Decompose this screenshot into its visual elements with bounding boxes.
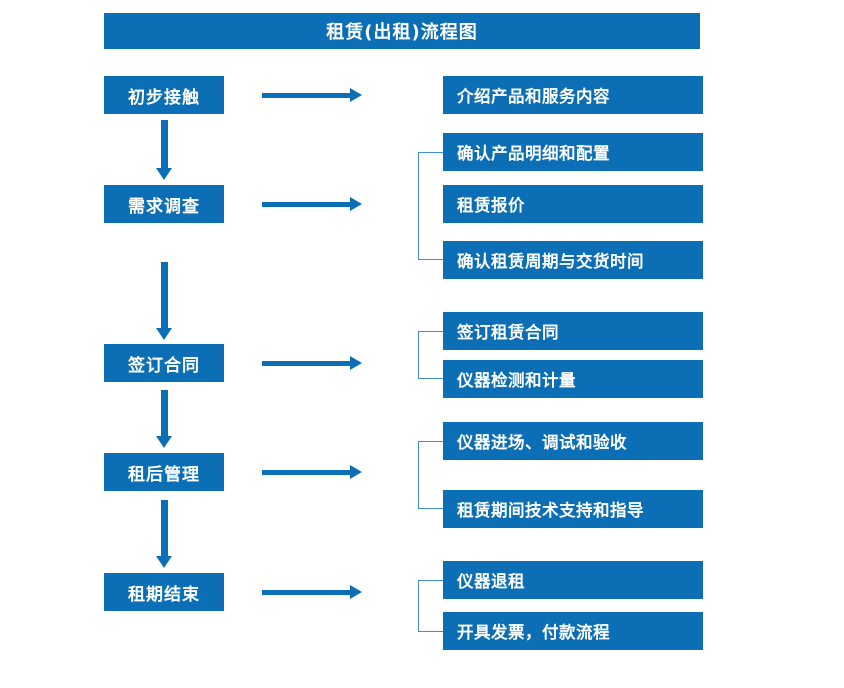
stage-node-1[interactable]: 初步接触 (104, 76, 224, 114)
arrow-head-icon (350, 197, 362, 211)
arrow-head-icon (156, 168, 172, 180)
stage-node-3[interactable]: 签订合同 (104, 344, 224, 382)
vertical-arrow-stage-3-to-4 (156, 390, 172, 448)
detail-node-1[interactable]: 介绍产品和服务内容 (443, 76, 703, 114)
horizontal-arrow-stage-2 (262, 192, 362, 216)
arrow-shaft (160, 262, 168, 328)
arrow-shaft (262, 201, 352, 207)
detail-node-5[interactable]: 签订租赁合同 (443, 312, 703, 350)
horizontal-arrow-stage-4 (262, 460, 362, 484)
vertical-arrow-stage-4-to-5 (156, 500, 172, 568)
horizontal-arrow-stage-5 (262, 580, 362, 604)
arrow-head-icon (350, 88, 362, 102)
arrow-head-icon (350, 585, 362, 599)
detail-node-7[interactable]: 仪器进场、调试和验收 (443, 422, 703, 460)
detail-node-2[interactable]: 确认产品明细和配置 (443, 133, 703, 171)
bracket-group-5 (418, 580, 444, 632)
vertical-arrow-stage-2-to-3 (156, 262, 172, 340)
arrow-head-icon (350, 356, 362, 370)
arrow-head-icon (156, 436, 172, 448)
bracket-group-2 (418, 152, 444, 260)
horizontal-arrow-stage-1 (262, 83, 362, 107)
arrow-shaft (262, 92, 352, 98)
arrow-shaft (160, 120, 168, 168)
horizontal-arrow-stage-3 (262, 351, 362, 375)
arrow-shaft (160, 500, 168, 556)
arrow-head-icon (350, 465, 362, 479)
arrow-shaft (160, 390, 168, 436)
detail-node-9[interactable]: 仪器退租 (443, 561, 703, 599)
bracket-group-3 (418, 331, 444, 379)
detail-node-4[interactable]: 确认租赁周期与交货时间 (443, 241, 703, 279)
arrow-head-icon (156, 328, 172, 340)
stage-node-4[interactable]: 租后管理 (104, 453, 224, 491)
detail-node-6[interactable]: 仪器检测和计量 (443, 360, 703, 398)
stage-node-5[interactable]: 租期结束 (104, 573, 224, 611)
arrow-shaft (262, 589, 352, 595)
detail-node-8[interactable]: 租赁期间技术支持和指导 (443, 490, 703, 528)
arrow-shaft (262, 360, 352, 366)
detail-node-10[interactable]: 开具发票，付款流程 (443, 612, 703, 650)
arrow-shaft (262, 469, 352, 475)
arrow-head-icon (156, 556, 172, 568)
detail-node-3[interactable]: 租赁报价 (443, 185, 703, 223)
stage-node-2[interactable]: 需求调查 (104, 185, 224, 223)
vertical-arrow-stage-1-to-2 (156, 120, 172, 180)
diagram-title: 租赁(出租)流程图 (104, 13, 700, 49)
bracket-group-4 (418, 441, 444, 509)
